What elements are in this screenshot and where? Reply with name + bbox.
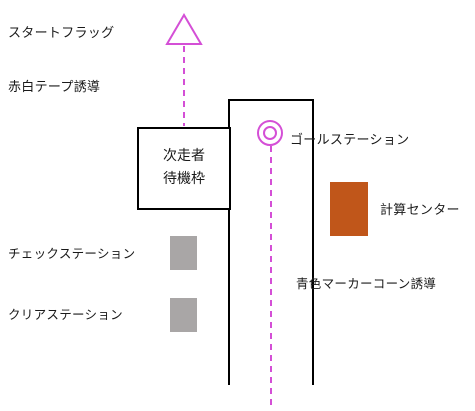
clear-station-block [170,298,197,332]
calc-center-label: 計算センター [380,203,460,218]
clear-station-label: クリアステーション [8,307,123,322]
blue-cone-label: 青色マーカーコーン誘導 [296,276,437,291]
goal-station-outer-ring-icon [257,120,283,146]
start-flag-triangle-icon [165,13,203,45]
waiting-box-label-line2: 待機枠 [163,171,205,187]
check-station-block [170,236,197,270]
goal-station-label: ゴールステーション [290,133,410,148]
waiting-box [137,127,231,210]
red-tape-label: 赤白テープ誘導 [8,80,101,95]
goal-station-inner-ring-icon [263,126,277,140]
course-lane-outline [228,99,314,385]
waiting-box-label-line1: 次走者 [163,148,205,164]
calc-center-block [330,182,368,236]
check-station-label: チェックステーション [8,246,136,261]
start-flag-label: スタートフラッグ [8,26,115,41]
